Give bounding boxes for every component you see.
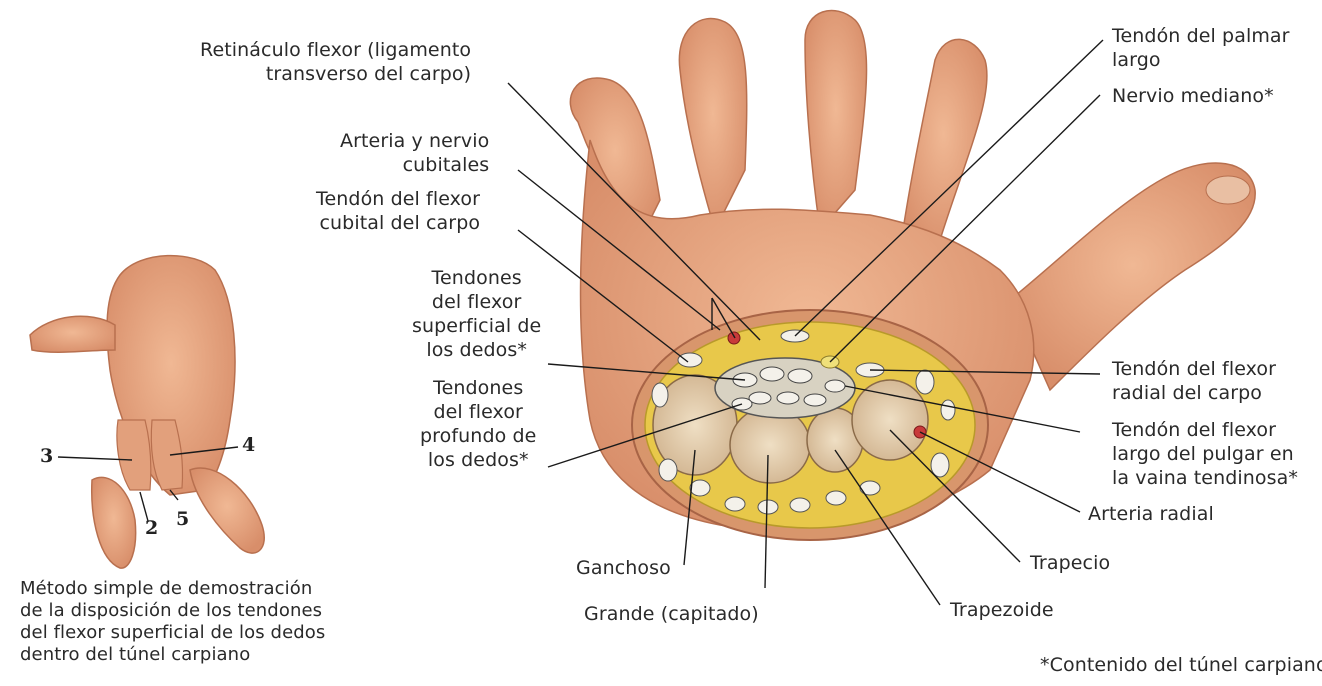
label-trapezoide: Trapezoide <box>950 598 1054 622</box>
inset-caption: Método simple de demostración de la disp… <box>20 578 325 666</box>
inset-number-2: 2 <box>145 517 158 539</box>
label-palmar-largo: Tendón del palmar largo <box>1112 24 1290 72</box>
inset-number-3: 3 <box>40 445 53 467</box>
label-grande: Grande (capitado) <box>584 602 759 626</box>
bone-trapezium <box>852 380 928 460</box>
index-finger <box>900 39 987 250</box>
ulnar-artery <box>728 332 740 344</box>
inset-number-5: 5 <box>176 508 189 530</box>
footnote: *Contenido del túnel carpiano <box>1040 653 1322 677</box>
label-flexor-profundo: Tendones del flexor profundo de los dedo… <box>420 376 536 472</box>
label-arteria-nervio-cubitales: Arteria y nervio cubitales <box>340 129 489 177</box>
label-nervio-mediano: Nervio mediano* <box>1112 84 1274 108</box>
label-flexor-superficial: Tendones del flexor superficial de los d… <box>412 266 541 362</box>
ring-finger <box>679 19 746 230</box>
label-trapecio: Trapecio <box>1030 551 1110 575</box>
label-ganchoso: Ganchoso <box>576 556 671 580</box>
label-arteria-radial: Arteria radial <box>1088 502 1214 526</box>
label-retinaculo: Retináculo flexor (ligamento transverso … <box>200 38 471 86</box>
inset-number-4: 4 <box>242 434 255 456</box>
thumb-nail <box>1206 176 1250 204</box>
label-flexor-cubital: Tendón del flexor cubital del carpo <box>316 187 480 235</box>
label-flexor-radial: Tendón del flexor radial del carpo <box>1112 357 1276 405</box>
bone-capitate <box>730 407 810 483</box>
label-flexor-largo-pulgar: Tendón del flexor largo del pulgar en la… <box>1112 418 1298 490</box>
middle-finger <box>805 10 867 230</box>
